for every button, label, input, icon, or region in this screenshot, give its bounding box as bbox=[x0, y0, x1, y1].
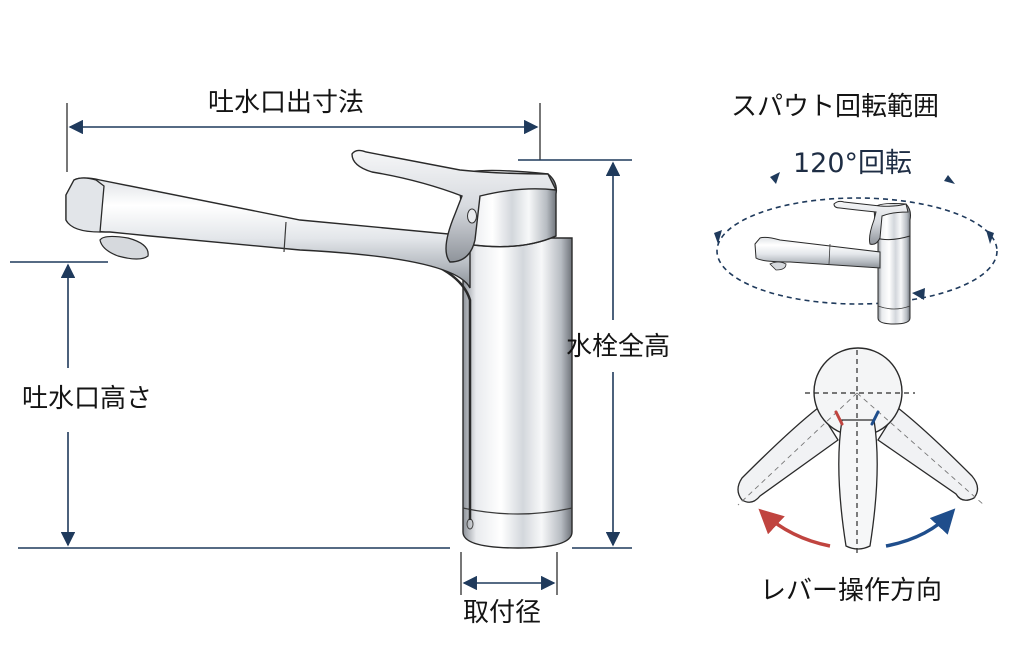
cold-indicator bbox=[870, 410, 880, 426]
spout-rotation-inset bbox=[714, 172, 998, 325]
mounting-diameter-label: 取付径 bbox=[463, 598, 542, 628]
spout-reach-label: 吐水口出寸法 bbox=[208, 88, 365, 118]
dimension-spout-height bbox=[10, 261, 450, 549]
dimension-overall-height bbox=[518, 159, 632, 549]
overall-height-label: 水栓全高 bbox=[566, 332, 671, 362]
spout-rotation-angle: 120°回転 bbox=[793, 148, 913, 179]
dimension-spout-reach bbox=[66, 103, 541, 172]
hot-direction-arrow-icon bbox=[758, 508, 831, 548]
hot-indicator bbox=[834, 410, 844, 426]
spout-rotation-title: スパウト回転範囲 bbox=[731, 92, 940, 122]
rotation-arrow-icon bbox=[770, 172, 780, 184]
spout-height-label: 吐水口高さ bbox=[22, 384, 153, 414]
faucet-main-illustration bbox=[65, 149, 573, 549]
dimension-mounting-diameter bbox=[460, 552, 558, 595]
lever-operation-title: レバー操作方向 bbox=[760, 576, 943, 606]
lever-operation-inset bbox=[737, 347, 985, 556]
rotation-arrow-icon bbox=[944, 175, 955, 184]
rotation-arrow-icon bbox=[714, 230, 722, 244]
cold-direction-arrow-icon bbox=[885, 508, 956, 548]
rotation-arrow-icon bbox=[986, 230, 994, 244]
rotation-arrow-icon bbox=[912, 288, 925, 300]
